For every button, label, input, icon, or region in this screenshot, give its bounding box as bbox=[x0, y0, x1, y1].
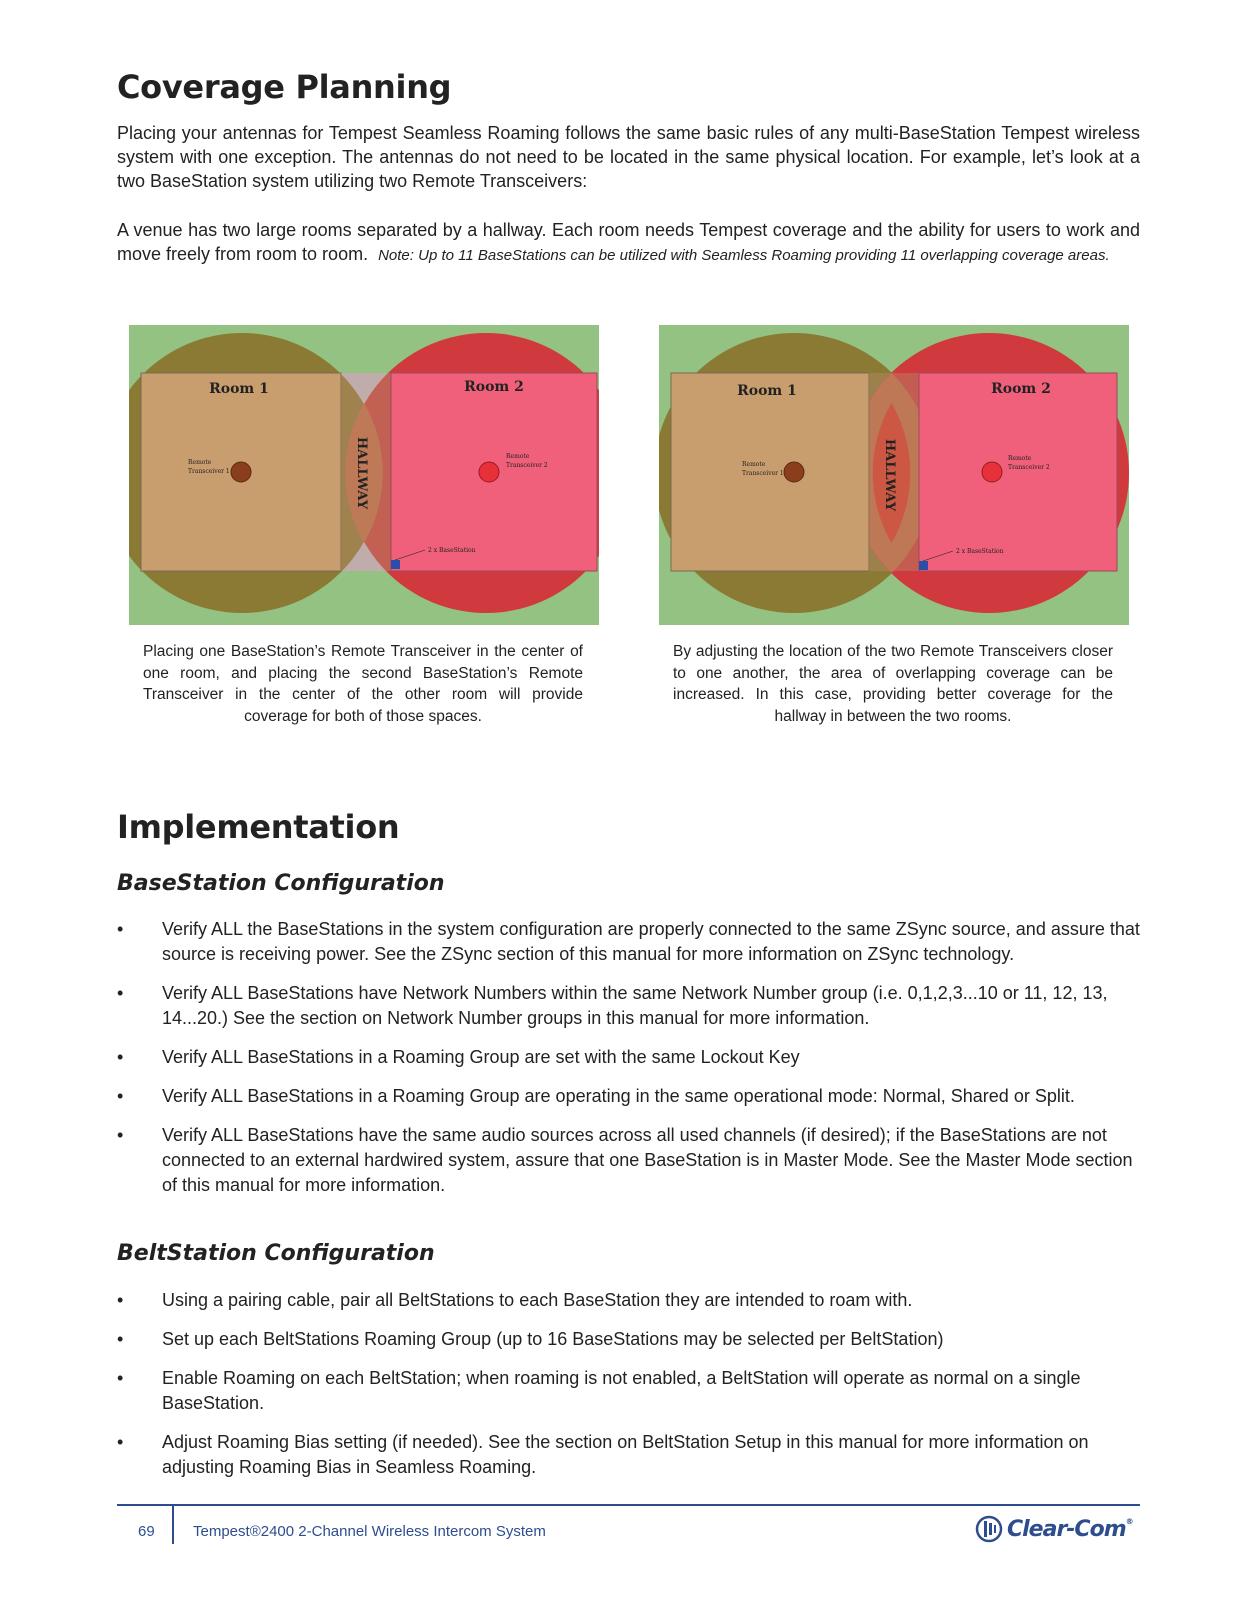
rt2-label-line2: Transceiver 2 bbox=[1008, 464, 1050, 471]
roaming-note: Note: Up to 11 BaseStations can be utili… bbox=[378, 247, 1110, 264]
room1-label: Room 1 bbox=[209, 381, 269, 397]
coverage-intro-paragraph: Placing your antennas for Tempest Seamle… bbox=[117, 123, 1140, 191]
footer-rule bbox=[117, 1504, 1140, 1506]
remote-transceiver-2-marker bbox=[478, 461, 500, 483]
beltstation-config-list: •Using a pairing cable, pair all BeltSta… bbox=[117, 1288, 1147, 1480]
coverage-planning-heading: Coverage Planning bbox=[117, 68, 452, 106]
room2-label: Room 2 bbox=[991, 381, 1051, 397]
basestation-marker bbox=[919, 561, 928, 570]
room2-label: Room 2 bbox=[464, 379, 524, 395]
rt1-label-line2: Transceiver 1 bbox=[188, 468, 230, 475]
basestation-config-list: •Verify ALL the BaseStations in the syst… bbox=[117, 917, 1147, 1198]
basestation-marker bbox=[391, 560, 400, 569]
rt1-label-line1: Remote bbox=[188, 459, 212, 466]
figure-1-caption: Placing one BaseStation’s Remote Transce… bbox=[143, 643, 583, 725]
rt2-label-line1: Remote bbox=[506, 453, 530, 460]
list-item: •Using a pairing cable, pair all BeltSta… bbox=[117, 1290, 913, 1310]
implementation-heading: Implementation bbox=[117, 808, 400, 846]
page-number: 69 bbox=[138, 1523, 155, 1540]
venue-text: A venue has two large rooms separated by… bbox=[117, 220, 1140, 264]
footer-divider bbox=[172, 1506, 174, 1544]
basestation-label: 2 x BaseStation bbox=[956, 548, 1004, 555]
rt2-label-line1: Remote bbox=[1008, 455, 1032, 462]
room1-label: Room 1 bbox=[737, 383, 797, 399]
list-item: •Adjust Roaming Bias setting (if needed)… bbox=[117, 1432, 1089, 1477]
clear-com-logo-text: Clear-Com® bbox=[1007, 1516, 1134, 1542]
remote-transceiver-2-marker bbox=[981, 461, 1003, 483]
basestation-label: 2 x BaseStation bbox=[428, 547, 476, 554]
rt1-label-line1: Remote bbox=[742, 461, 766, 468]
hallway-label: HALLWAY bbox=[354, 437, 369, 510]
list-item: •Verify ALL the BaseStations in the syst… bbox=[117, 919, 1140, 964]
list-item: •Set up each BeltStations Roaming Group … bbox=[117, 1329, 944, 1349]
coverage-figure-2: Room 1 Room 2 HALLWAY Remote Transceiver… bbox=[659, 325, 1129, 625]
venue-paragraph: A venue has two large rooms separated by… bbox=[117, 218, 1140, 268]
list-item: •Verify ALL BaseStations in a Roaming Gr… bbox=[117, 1086, 1075, 1106]
rt1-label-line2: Transceiver 1 bbox=[742, 470, 784, 477]
list-item: •Verify ALL BaseStations in a Roaming Gr… bbox=[117, 1047, 800, 1067]
list-item: •Verify ALL BaseStations have the same a… bbox=[117, 1125, 1133, 1195]
rt2-label-line2: Transceiver 2 bbox=[506, 462, 548, 469]
clear-com-logo-icon bbox=[975, 1515, 1003, 1543]
basestation-config-heading: BaseStation Configuration bbox=[117, 871, 445, 896]
figure-2-caption: By adjusting the location of the two Rem… bbox=[673, 643, 1113, 725]
coverage-figure-1: Room 1 Room 2 HALLWAY Remote Transceiver… bbox=[129, 325, 599, 625]
clear-com-logo: Clear-Com® bbox=[975, 1514, 1134, 1544]
list-item: •Verify ALL BaseStations have Network Nu… bbox=[117, 983, 1108, 1028]
remote-transceiver-1-marker bbox=[783, 461, 805, 483]
list-item: •Enable Roaming on each BeltStation; whe… bbox=[117, 1368, 1081, 1413]
beltstation-config-heading: BeltStation Configuration bbox=[117, 1241, 435, 1266]
remote-transceiver-1-marker bbox=[230, 461, 252, 483]
footer-title: Tempest®2400 2-Channel Wireless Intercom… bbox=[193, 1523, 546, 1540]
hallway-label: HALLWAY bbox=[882, 439, 897, 512]
